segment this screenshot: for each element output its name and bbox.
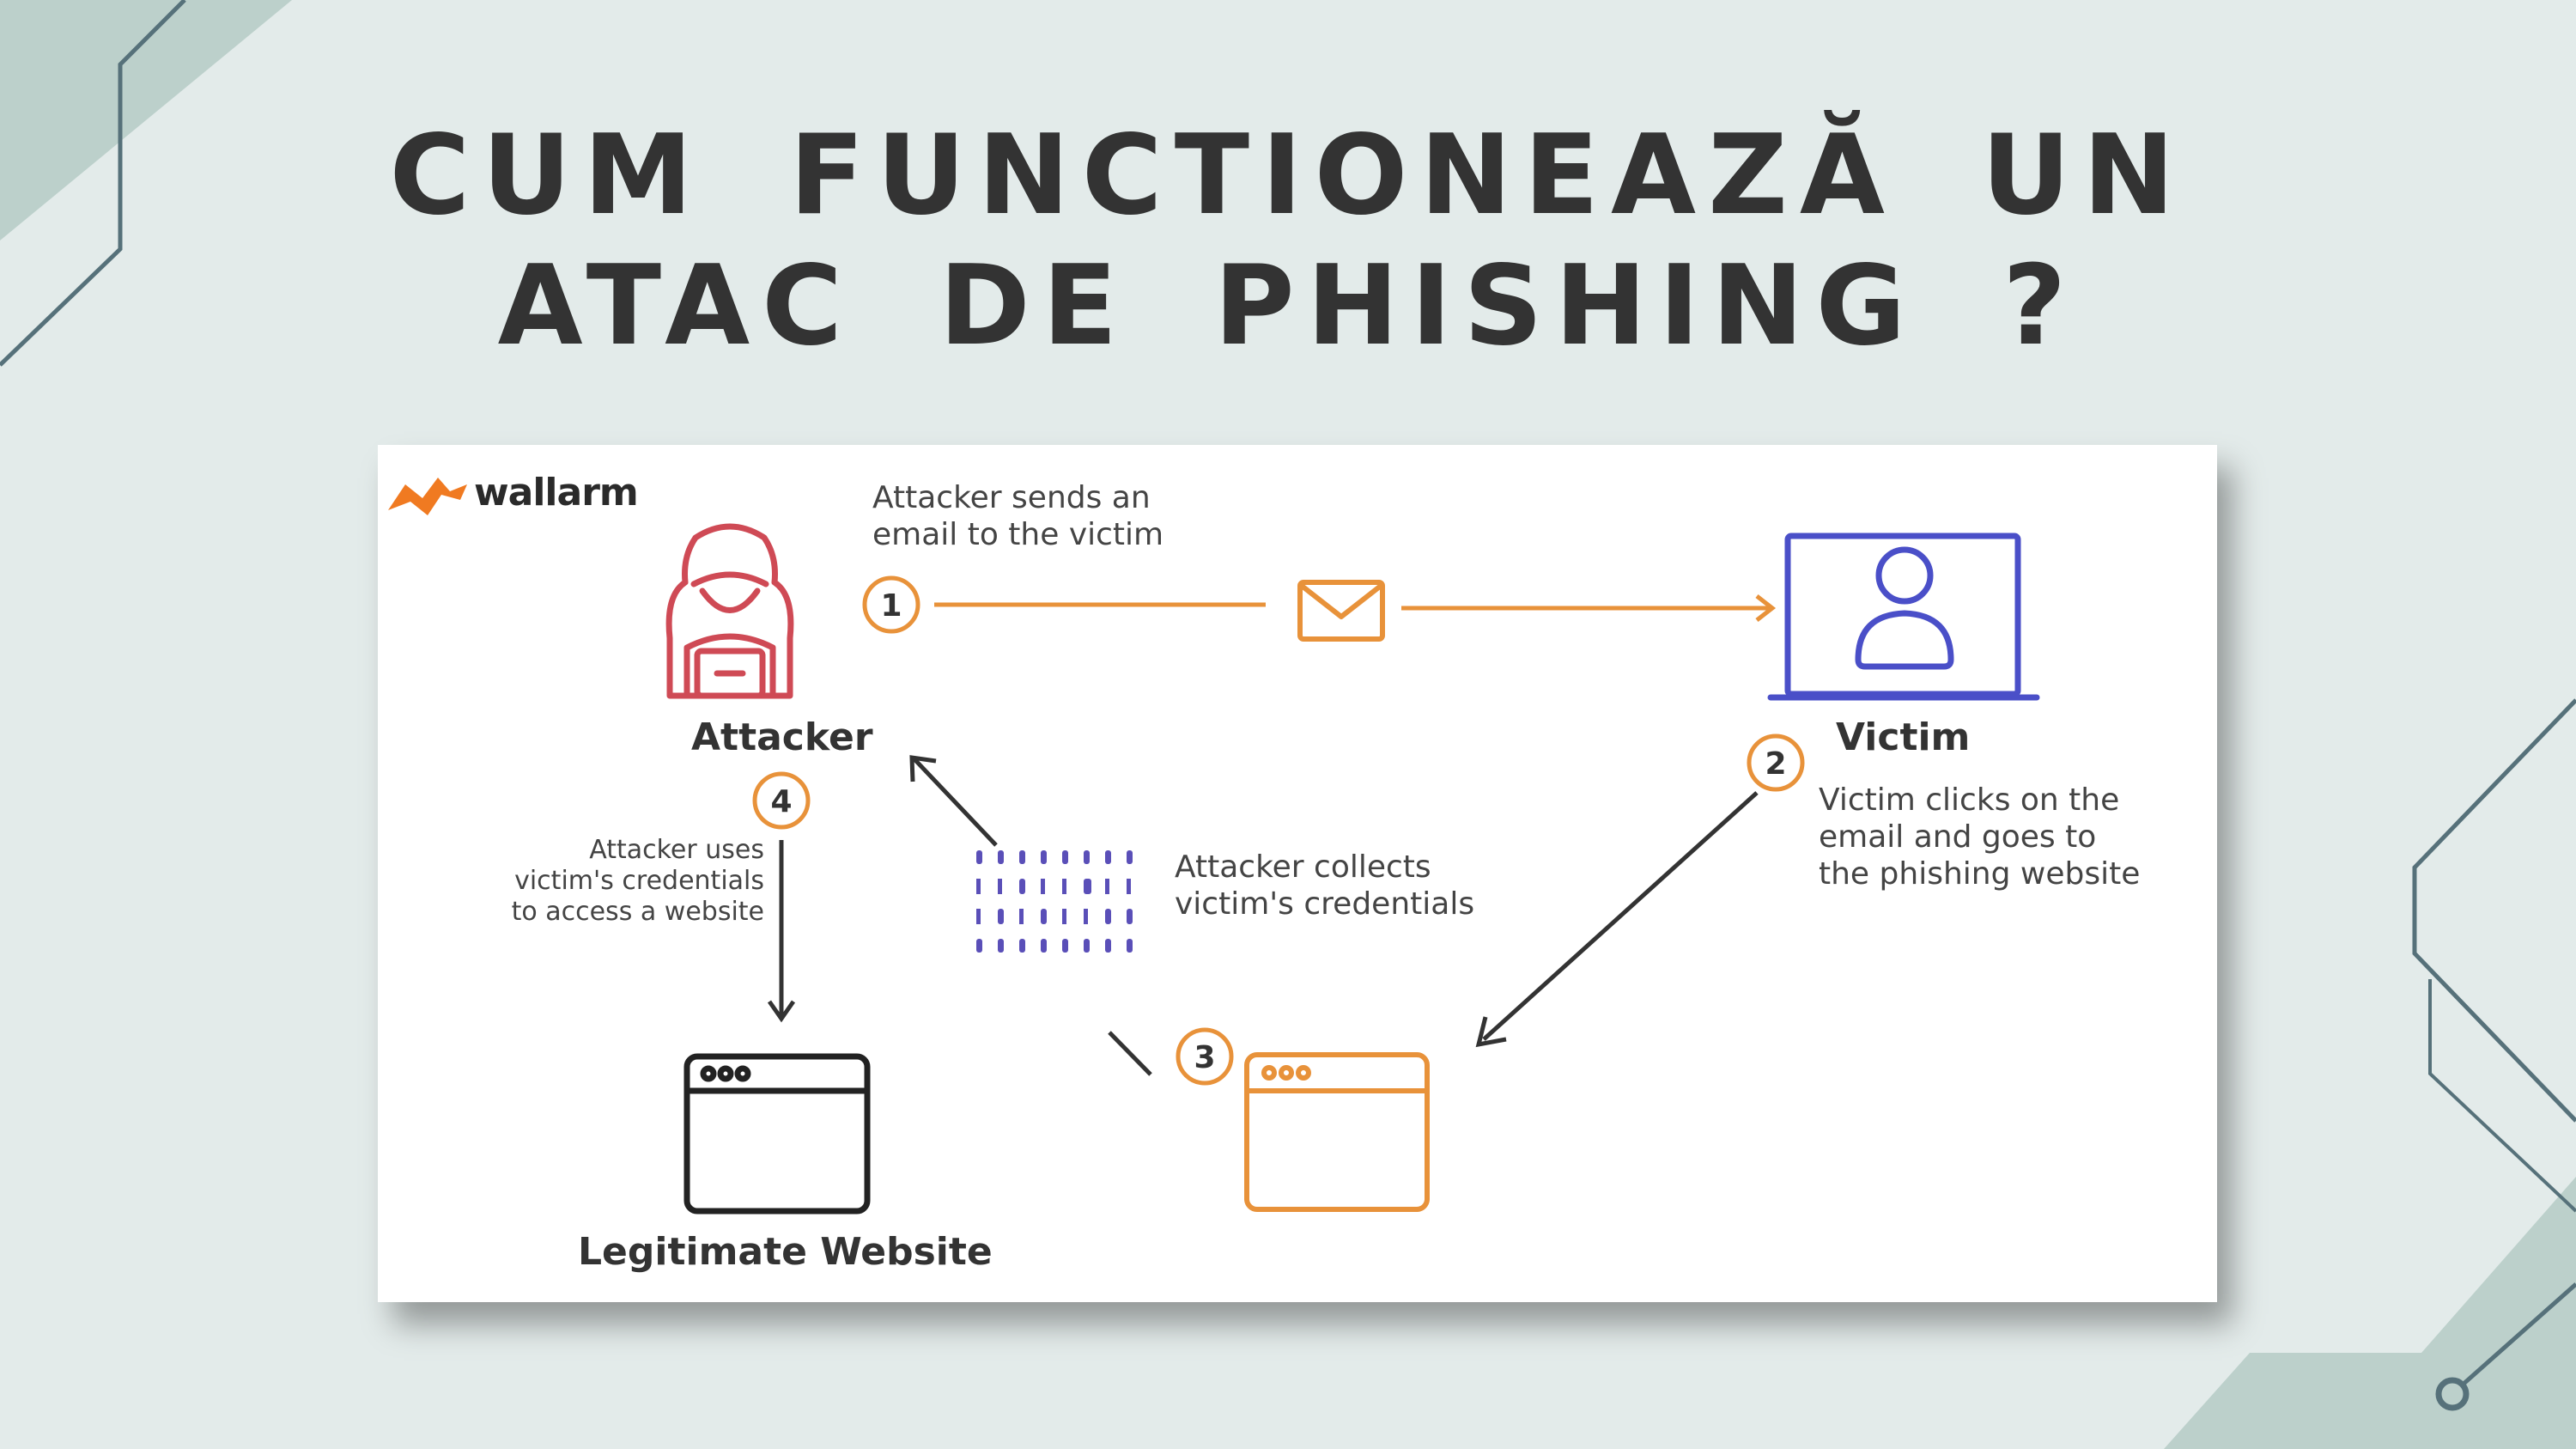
browser-window-icon <box>1244 1052 1430 1212</box>
step-badge-2: 2 <box>1747 734 1805 792</box>
hooded-hacker-icon <box>665 523 794 699</box>
brand-name: wallarm <box>474 471 639 514</box>
legitimate-website-label: Legitimate Website <box>578 1230 993 1274</box>
phishing-diagram-card: 1 2 3 4 wallarm Attacker sends an email … <box>378 445 2217 1302</box>
phishing-diagram: 1 2 3 4 <box>388 478 2040 1215</box>
step-badge-3: 3 <box>1176 1027 1234 1086</box>
circuit-node-icon <box>2435 1377 2470 1411</box>
envelope-icon <box>1297 580 1385 642</box>
svg-text:4: 4 <box>770 784 792 819</box>
step-badge-1: 1 <box>862 575 920 634</box>
svg-text:3: 3 <box>1194 1040 1215 1075</box>
laptop-user-icon <box>1767 533 2040 701</box>
svg-text:2: 2 <box>1765 746 1786 782</box>
wallarm-logo-icon <box>388 478 467 515</box>
victim-label: Victim <box>1836 715 1971 759</box>
browser-window-icon <box>683 1053 871 1215</box>
page-title-line-1: CUM FUNCTIONEAZĂ UN <box>389 112 2187 240</box>
attacker-label: Attacker <box>691 715 873 759</box>
step-4-caption: Attacker uses victim's credentials to ac… <box>511 835 764 927</box>
step-3-caption: Attacker collects victim's credentials <box>1175 849 1475 922</box>
page-title-line-2: ATAC DE PHISHING ? <box>497 242 2079 370</box>
binary-data-icon <box>976 850 1133 953</box>
step-2-caption: Victim clicks on the email and goes to t… <box>1819 782 2141 892</box>
step-1-caption: Attacker sends an email to the victim <box>872 480 1164 552</box>
svg-text:1: 1 <box>880 588 902 624</box>
step-badge-4: 4 <box>752 771 811 830</box>
